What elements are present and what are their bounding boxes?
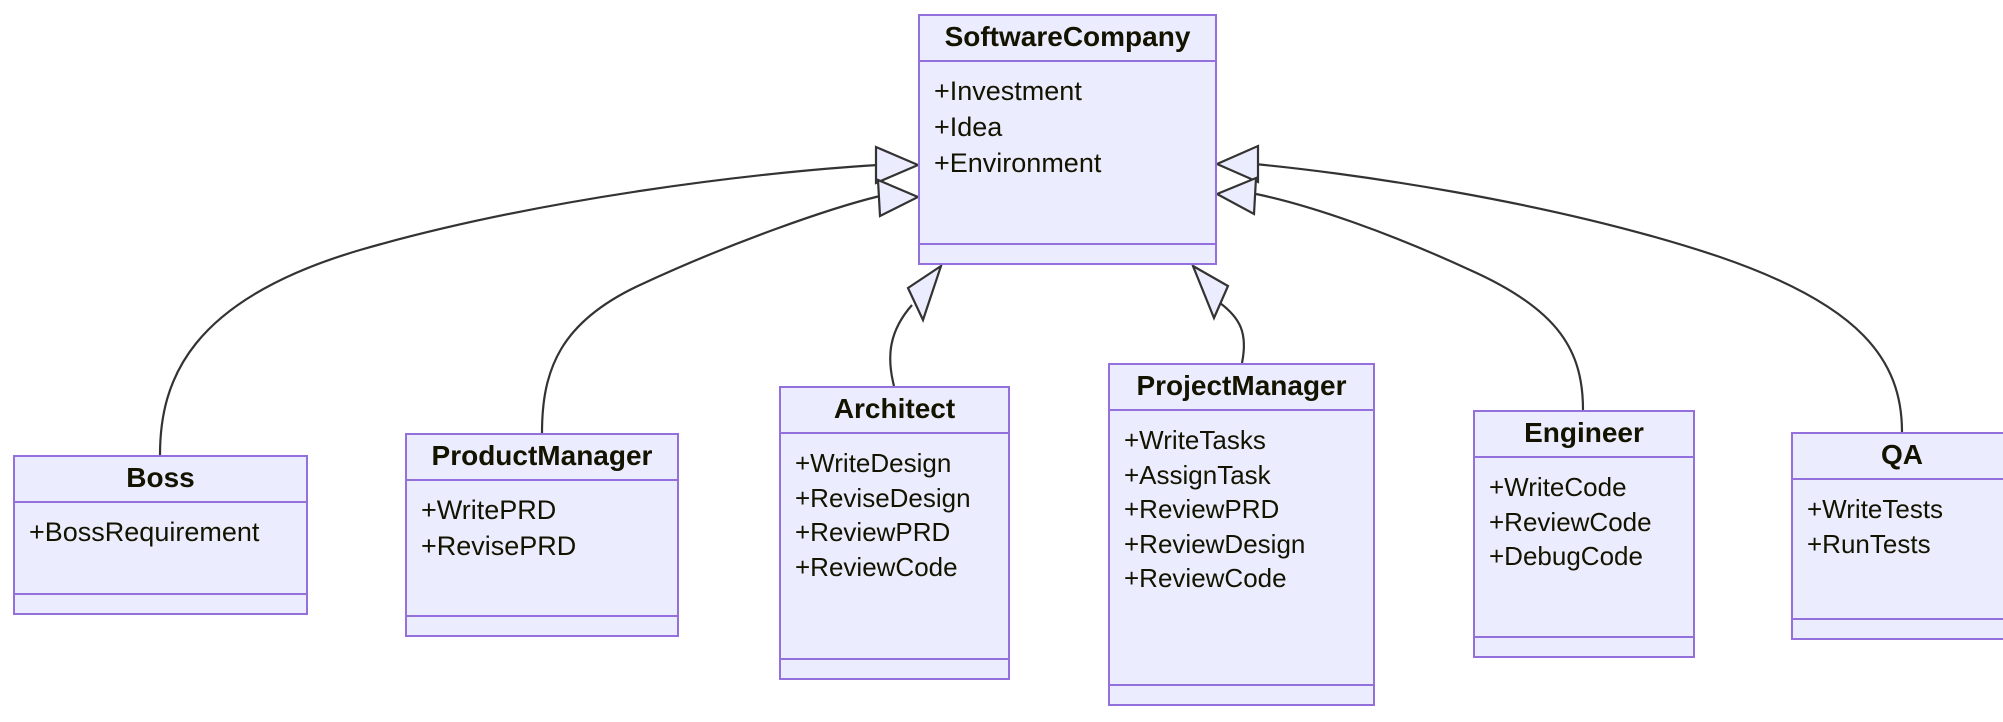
class-title-product-manager: ProductManager	[407, 435, 677, 481]
class-attribute: +Idea	[934, 111, 1003, 142]
class-title-qa: QA	[1793, 434, 2003, 480]
class-attribute: +WriteTasks	[1124, 425, 1266, 455]
class-methods-boss	[15, 595, 306, 613]
class-attributes-boss: +BossRequirement	[15, 503, 306, 595]
class-title-software-company: SoftwareCompany	[920, 16, 1215, 62]
inheritance-arrow-boss	[874, 145, 921, 185]
edge-architect-to-company	[889, 304, 913, 387]
class-methods-product-manager	[407, 617, 677, 635]
class-attributes-qa: +WriteTests +RunTests	[1793, 480, 2003, 620]
class-attribute: +AssignTask	[1124, 459, 1271, 490]
class-attribute: +BossRequirement	[29, 517, 260, 547]
class-attribute: +WriteCode	[1489, 472, 1627, 502]
class-attribute: +RevisePRD	[421, 530, 577, 561]
class-attribute: +ReviewCode	[1124, 563, 1287, 594]
class-attribute: +Investment	[934, 76, 1082, 106]
class-attribute: +WritePRD	[421, 495, 557, 525]
class-attributes-product-manager: +WritePRD +RevisePRD	[407, 481, 677, 617]
class-attribute: +ReviseDesign	[795, 482, 971, 513]
class-methods-architect	[781, 660, 1008, 678]
class-node-project-manager[interactable]: ProjectManager +WriteTasks +AssignTask +…	[1108, 363, 1375, 706]
class-attribute: +ReviewDesign	[1124, 528, 1306, 559]
inheritance-arrow-projectmanager	[1190, 263, 1230, 321]
class-node-boss[interactable]: Boss +BossRequirement	[13, 455, 308, 615]
inheritance-arrow-architect	[906, 263, 944, 323]
class-attributes-architect: +WriteDesign +ReviseDesign +ReviewPRD +R…	[781, 434, 1008, 660]
class-methods-software-company	[920, 245, 1215, 263]
class-title-architect: Architect	[781, 388, 1008, 434]
class-title-boss: Boss	[15, 457, 306, 503]
class-node-engineer[interactable]: Engineer +WriteCode +ReviewCode +DebugCo…	[1473, 410, 1695, 658]
class-attribute: +ReviewPRD	[1124, 494, 1280, 525]
inheritance-arrow-qa	[1214, 144, 1260, 184]
class-node-qa[interactable]: QA +WriteTests +RunTests	[1791, 432, 2003, 640]
class-attribute: +WriteTests	[1807, 494, 1944, 524]
class-attribute: +Environment	[934, 147, 1102, 178]
class-attribute: +DebugCode	[1489, 541, 1643, 572]
class-node-product-manager[interactable]: ProductManager +WritePRD +RevisePRD	[405, 433, 679, 637]
class-attribute: +ReviewPRD	[795, 517, 951, 548]
edge-projectmanager-to-company	[1219, 302, 1246, 364]
class-attributes-software-company: +Investment +Idea +Environment	[920, 62, 1215, 245]
class-node-software-company[interactable]: SoftwareCompany +Investment +Idea +Envir…	[918, 14, 1217, 265]
class-methods-qa	[1793, 620, 2003, 638]
class-attribute: +WriteDesign	[795, 448, 952, 478]
inheritance-arrow-engineer	[1214, 176, 1258, 216]
class-attribute: +ReviewCode	[795, 551, 958, 582]
inheritance-arrow-productmanager	[876, 178, 921, 218]
class-methods-project-manager	[1110, 686, 1373, 704]
class-title-engineer: Engineer	[1475, 412, 1693, 458]
class-title-project-manager: ProjectManager	[1110, 365, 1373, 411]
class-attributes-project-manager: +WriteTasks +AssignTask +ReviewPRD +Revi…	[1110, 411, 1373, 686]
class-attribute: +ReviewCode	[1489, 506, 1652, 537]
class-node-architect[interactable]: Architect +WriteDesign +ReviseDesign +Re…	[779, 386, 1010, 680]
edge-boss-to-company	[158, 163, 879, 456]
class-attributes-engineer: +WriteCode +ReviewCode +DebugCode	[1475, 458, 1693, 638]
class-methods-engineer	[1475, 638, 1693, 656]
class-attribute: +RunTests	[1807, 528, 1931, 559]
